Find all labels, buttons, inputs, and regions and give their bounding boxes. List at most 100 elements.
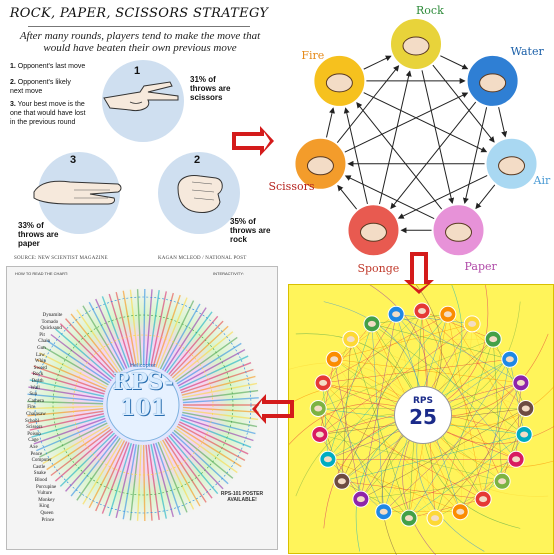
- rps25-edge: [318, 408, 410, 519]
- rps25-edge: [447, 314, 510, 360]
- rps25-edge: [318, 310, 423, 409]
- rps7-edge: [397, 174, 489, 219]
- rps101-spoke: [29, 412, 105, 431]
- hand-gesture-icon: [489, 336, 498, 343]
- rps25-edge: [371, 314, 448, 325]
- rps101-ring: [34, 296, 252, 514]
- rps25-edge: [360, 481, 503, 500]
- hand-gesture-icon: [516, 379, 525, 386]
- rps25-edge: [319, 359, 335, 435]
- rps101-spoke: [54, 430, 114, 482]
- hand-gesture-icon: [456, 508, 465, 515]
- rps101-word: Camera: [28, 398, 44, 404]
- rps101-spoke: [182, 397, 259, 404]
- rps101-spoke: [129, 289, 140, 366]
- rps7-edge: [336, 65, 400, 144]
- rps101-word: Fire: [27, 405, 36, 411]
- rps25-edge: [341, 481, 410, 519]
- rps25-edge: [318, 338, 494, 409]
- rps101-spoke: [129, 444, 140, 521]
- hand-gesture-icon: [520, 431, 529, 438]
- rps25-edge: [471, 323, 522, 384]
- rps101-word: Scissors: [26, 425, 43, 431]
- rps101-spoke: [176, 342, 242, 385]
- rps101-word: Snake: [33, 471, 47, 477]
- rps7-edge: [378, 70, 412, 206]
- rps101-spoke: [46, 339, 111, 384]
- hand-gesture-icon: [445, 222, 473, 242]
- rps101-spoke: [76, 437, 121, 501]
- rps101-spoke: [31, 372, 105, 395]
- rps25-edge: [460, 382, 522, 512]
- rps101-spoke: [180, 368, 254, 394]
- rps25-edge: [396, 314, 522, 384]
- hand-gesture-icon: [314, 405, 323, 412]
- arrow-right-icon: [232, 126, 274, 156]
- rps101-spoke: [147, 290, 160, 366]
- hand-gesture-icon: [330, 356, 339, 363]
- strategy-panel: ROCK, PAPER, SCISSORS STRATEGY After man…: [0, 0, 278, 268]
- rps101-spoke: [122, 444, 137, 520]
- rps101-spoke: [95, 298, 128, 369]
- rps101-spoke: [33, 417, 106, 445]
- arrow-down-icon: [404, 252, 434, 294]
- subtitle-line-2: would have beaten their own previous mov…: [43, 42, 237, 54]
- rps101-word: Blood: [34, 478, 48, 483]
- hand-gesture-icon: [315, 431, 324, 438]
- rps25-edge: [434, 408, 526, 519]
- rps25-edge: [434, 481, 503, 519]
- rps25-edge: [408, 498, 484, 519]
- rps7-edge: [431, 64, 495, 143]
- rps101-spoke: [65, 434, 117, 492]
- hand-gesture-icon: [418, 308, 426, 314]
- rps101-word: Computer: [31, 458, 52, 464]
- rps101-spoke: [27, 400, 104, 405]
- legend-item-3: 3. Your best move is the one that would …: [10, 101, 86, 126]
- rps25-edge: [327, 459, 384, 512]
- rps101-word: Dynamite: [42, 313, 63, 318]
- rps101-spoke: [150, 291, 167, 366]
- rps101-spoke: [152, 292, 174, 367]
- hand-gesture-icon: [512, 456, 521, 463]
- rps101-spoke: [177, 423, 246, 461]
- rps101-spoke: [164, 438, 207, 503]
- rps25-edge: [509, 359, 525, 435]
- author-credit: KAGAN MCLEOD / NATIONAL POST: [158, 256, 247, 261]
- rps101-spoke: [181, 375, 256, 396]
- rps101-spoke: [27, 393, 104, 402]
- hand-gesture-icon: [443, 311, 452, 318]
- rps101-spoke: [164, 307, 207, 372]
- rps101-word: Cage: [28, 438, 39, 444]
- rps25-edge: [492, 339, 527, 409]
- rps101-spoke: [31, 415, 105, 438]
- rps101-panel: HOW TO READ THE CHART: INTERACTIVITY: Dy…: [6, 266, 278, 550]
- rps25-label-number: 25: [409, 405, 437, 429]
- rps101-spoke: [54, 328, 114, 380]
- rps25-edge: [333, 359, 362, 500]
- rps101-spoke: [155, 442, 181, 516]
- rps25-edge: [323, 359, 510, 384]
- rps101-spoke: [122, 290, 137, 366]
- rps101-spoke: [162, 439, 201, 507]
- rps101-word: Sword: [33, 365, 47, 371]
- rps25-edge: [317, 408, 343, 482]
- rps101-spoke: [147, 444, 160, 520]
- rps101-spoke: [150, 444, 167, 519]
- rps25-edge: [492, 339, 503, 482]
- rps7-label-fire: Fire: [301, 48, 325, 62]
- rps101-spoke: [155, 294, 181, 368]
- rps25-edge: [341, 339, 352, 482]
- rps101-word: Vulture: [37, 491, 53, 497]
- rps101-spoke: [42, 345, 109, 386]
- rps101-spoke: [177, 349, 246, 387]
- rps101-spoke: [182, 411, 258, 428]
- rps25-edge: [396, 314, 473, 325]
- rps101-diagram: [25, 287, 261, 523]
- rps25-edge: [360, 498, 436, 519]
- source-credit: SOURCE: NEW SCIENTIST MAGAZINE: [14, 256, 108, 261]
- rps7-edge: [421, 69, 455, 204]
- rps101-spoke: [33, 365, 106, 393]
